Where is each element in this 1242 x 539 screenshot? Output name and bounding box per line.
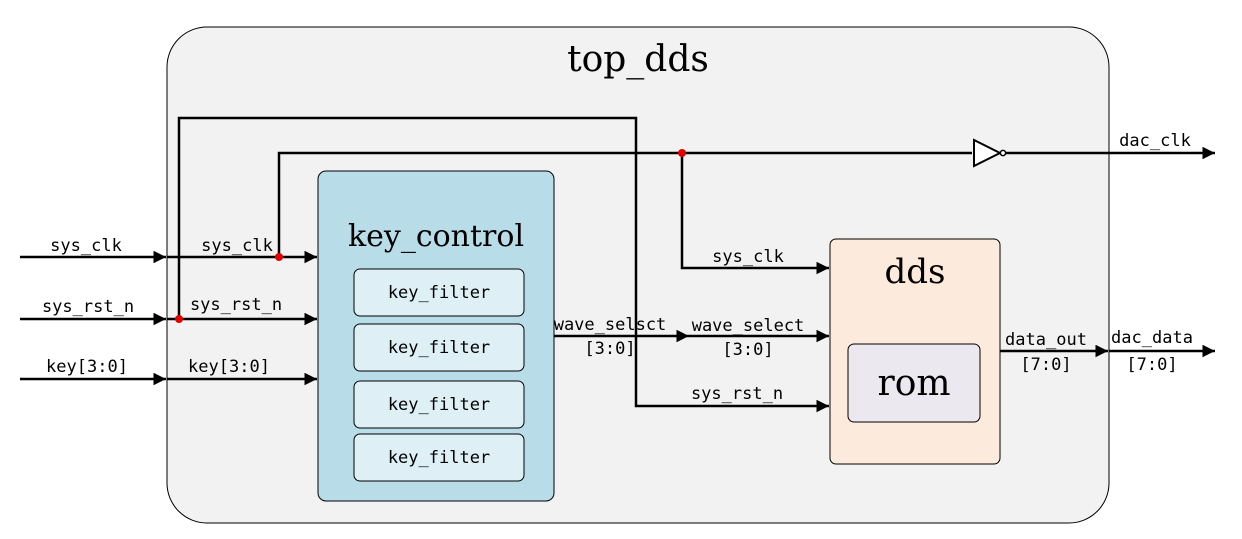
svg-text:key_filter: key_filter	[388, 283, 490, 303]
dds-title: dds	[885, 252, 946, 292]
signal-label-kc-clk: sys_clk	[201, 236, 273, 256]
port-label-sys-rst-n: sys_rst_n	[42, 297, 134, 317]
key-filter-block: key_filter	[353, 380, 525, 429]
signal-label-kc-out: wave_selsct	[554, 315, 667, 335]
port-label-key: key[3:0]	[46, 357, 128, 377]
signal-label-kc-key: key[3:0]	[188, 357, 270, 377]
signal-label-dds-wave: wave_select	[692, 316, 805, 336]
signal-label-dds-wave-width: [3:0]	[722, 340, 773, 360]
junction-dot	[275, 253, 283, 261]
svg-text:key_filter: key_filter	[388, 338, 490, 358]
key-filter-block: key_filter	[353, 323, 525, 372]
signal-label-dds-clk: sys_clk	[712, 247, 784, 267]
signal-label-dds-rst: sys_rst_n	[691, 384, 783, 404]
signal-label-kc-out-width: [3:0]	[584, 339, 635, 359]
port-label-dac-data: dac_data	[1111, 328, 1193, 348]
signal-label-kc-rst: sys_rst_n	[190, 295, 282, 315]
rom-box	[847, 343, 981, 423]
junction-dot	[678, 149, 686, 157]
key-filter-block: key_filter	[353, 268, 525, 317]
wire-rst-branch	[177, 116, 829, 413]
clock-buffer-icon	[973, 138, 1003, 168]
svg-text:key_filter: key_filter	[388, 448, 490, 468]
key-filter-block: key_filter	[353, 433, 525, 482]
key-control-title: key_control	[348, 219, 524, 254]
wire-clk-to-dds	[680, 153, 829, 275]
signal-label-dds-out: data_out	[1005, 330, 1087, 350]
port-label-dac-data-width: [7:0]	[1126, 355, 1177, 375]
port-label-sys-clk: sys_clk	[50, 236, 122, 256]
top-module-title: top_dds	[567, 39, 709, 80]
port-label-dac-clk: dac_clk	[1119, 131, 1191, 151]
rom-title: rom	[877, 363, 950, 404]
buffer-inverter-bubble	[999, 149, 1007, 157]
wire-clk-branch	[277, 151, 972, 257]
svg-text:key_filter: key_filter	[388, 395, 490, 415]
signal-label-dds-out-width: [7:0]	[1020, 355, 1071, 375]
junction-dot	[175, 315, 183, 323]
